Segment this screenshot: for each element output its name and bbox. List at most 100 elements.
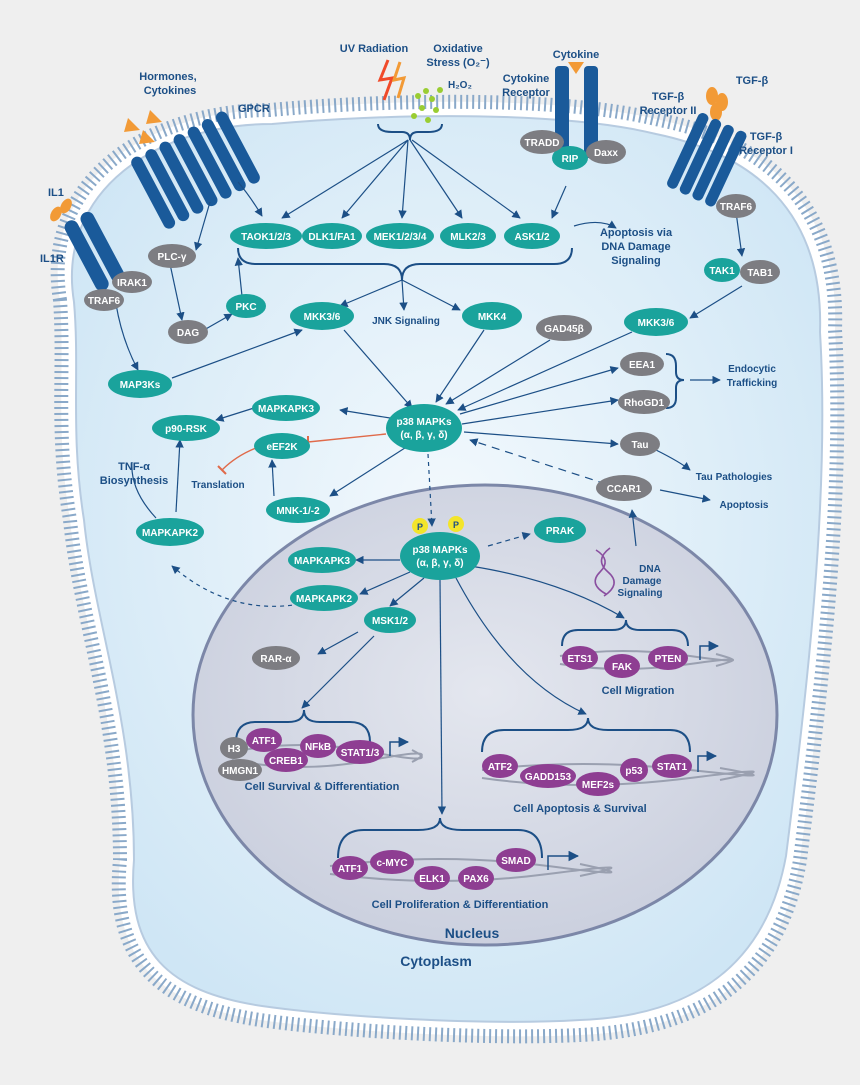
svg-text:TAOK1/2/3: TAOK1/2/3 (241, 232, 291, 243)
svg-text:P: P (417, 522, 423, 532)
node-pax6: PAX6 (458, 866, 494, 890)
jnk-signaling-label: JNK Signaling (372, 316, 440, 327)
svg-text:TRAF6: TRAF6 (88, 296, 121, 307)
svg-text:PLC-γ: PLC-γ (158, 252, 187, 263)
endocytic-label-1: Endocytic (728, 364, 776, 375)
node-smad: SMAD (496, 848, 536, 872)
svg-text:GAD45β: GAD45β (544, 324, 583, 335)
tau-pathologies-label: Tau Pathologies (696, 472, 773, 483)
tgfb-r1-label-2: Receptor I (739, 145, 793, 157)
svg-text:HMGN1: HMGN1 (222, 766, 259, 777)
svg-text:PRAK: PRAK (546, 526, 575, 537)
node-ccar1: CCAR1 (596, 475, 652, 501)
phospho-badge-1: P (412, 518, 428, 534)
phospho-badge-2: P (448, 516, 464, 532)
apoptosis-dna-label-1: Apoptosis via (600, 227, 673, 239)
svg-text:H3: H3 (228, 744, 241, 755)
svg-text:ETS1: ETS1 (567, 654, 592, 665)
node-pten: PTEN (648, 646, 688, 670)
node-atf1-b: ATF1 (332, 856, 368, 880)
svg-text:p38 MAPKs: p38 MAPKs (412, 545, 467, 556)
hormones-label-2: Cytokines (144, 85, 197, 97)
node-eea1: EEA1 (620, 352, 664, 376)
dna-damage-label-2: Damage (623, 576, 662, 587)
h2o2-label: H₂O₂ (448, 80, 472, 91)
svg-text:GADD153: GADD153 (525, 772, 572, 783)
tgfb-ligand (706, 87, 728, 121)
node-h3: H3 (220, 737, 248, 759)
tgfb-r2-label-1: TGF-β (652, 91, 685, 103)
svg-text:RAR-α: RAR-α (260, 654, 292, 665)
endocytic-brace (665, 353, 685, 409)
tgfb-r2-label-2: Receptor II (640, 105, 697, 117)
cytokine-label: Cytokine (553, 49, 599, 61)
node-msk: MSK1/2 (364, 607, 416, 633)
svg-text:DLK1/FA1: DLK1/FA1 (308, 232, 356, 243)
svg-text:RIP: RIP (562, 154, 579, 165)
apoptosis-brace (481, 717, 691, 753)
svg-text:p38 MAPKs: p38 MAPKs (396, 417, 451, 428)
oxidative-label-2: Stress (O₂⁻) (426, 57, 490, 69)
node-stat1: STAT1 (652, 754, 692, 778)
uv-radiation-label: UV Radiation (340, 43, 409, 55)
node-mkk36-right: MKK3/6 (624, 308, 688, 336)
oxidative-label-1: Oxidative (433, 43, 483, 55)
node-tab1: TAB1 (740, 260, 780, 284)
svg-text:IRAK1: IRAK1 (117, 278, 147, 289)
node-p38-cyto: p38 MAPKs (α, β, γ, δ) (386, 404, 462, 452)
node-gadd45b: GAD45β (536, 315, 592, 341)
dna-damage-icon (594, 547, 615, 597)
node-p90rsk: p90-RSK (152, 415, 220, 441)
node-traf6-il: TRAF6 (84, 289, 124, 311)
node-stat13: STAT1/3 (336, 740, 384, 764)
svg-text:TRAF6: TRAF6 (720, 202, 753, 213)
signaling-arrows (115, 139, 746, 815)
svg-text:DAG: DAG (177, 328, 199, 339)
cytoplasm-label: Cytoplasm (400, 953, 472, 969)
svg-text:(α, β, γ, δ): (α, β, γ, δ) (400, 430, 447, 441)
node-mlk: MLK2/3 (440, 223, 496, 249)
gpcr-label: GPCR (238, 103, 270, 115)
svg-text:MKK3/6: MKK3/6 (638, 318, 675, 329)
cytokine-receptor-label-2: Receptor (502, 87, 550, 99)
svg-text:SMAD: SMAD (501, 856, 530, 867)
svg-text:ATF1: ATF1 (252, 736, 277, 747)
svg-text:Tau: Tau (631, 440, 648, 451)
svg-text:MKK3/6: MKK3/6 (304, 312, 341, 323)
apoptosis-label: Apoptosis (720, 500, 769, 511)
il1r-label: IL1R (40, 253, 64, 265)
node-ask: ASK1/2 (504, 223, 560, 249)
node-taok: TAOK1/2/3 (230, 223, 302, 249)
node-map3ks: MAP3Ks (108, 370, 172, 398)
survival-brace (235, 709, 371, 743)
tnf-label-1: TNF-α (118, 461, 150, 473)
svg-text:TAK1: TAK1 (709, 266, 735, 277)
gpcr-receptor (131, 111, 260, 229)
svg-text:CREB1: CREB1 (269, 756, 303, 767)
cell-survival-label: Cell Survival & Differentiation (245, 781, 400, 793)
svg-text:MEF2s: MEF2s (582, 780, 615, 791)
svg-text:MAPKAPK2: MAPKAPK2 (296, 594, 353, 605)
svg-text:MSK1/2: MSK1/2 (372, 616, 409, 627)
tgfb-r1-label-1: TGF-β (750, 131, 783, 143)
node-p38-nuc: p38 MAPKs (α, β, γ, δ) (400, 532, 480, 580)
node-tau: Tau (620, 432, 660, 456)
node-tradd: TRADD (520, 130, 564, 154)
node-mek: MEK1/2/3/4 (366, 223, 434, 249)
transcription-arrows (389, 640, 720, 870)
svg-text:PTEN: PTEN (655, 654, 682, 665)
node-p53: p53 (620, 758, 648, 782)
node-mapkapk3-nuc: MAPKAPK3 (288, 547, 356, 573)
svg-text:TAB1: TAB1 (747, 268, 773, 279)
node-prak: PRAK (534, 517, 586, 543)
migration-brace (561, 619, 689, 647)
svg-text:STAT1: STAT1 (657, 762, 688, 773)
node-mkk36-left: MKK3/6 (290, 302, 354, 330)
translation-label: Translation (191, 480, 244, 491)
dna-damage-label-3: Signaling (618, 588, 663, 599)
nucleus-label: Nucleus (445, 925, 500, 941)
cell-prolif-label: Cell Proliferation & Differentiation (372, 899, 549, 911)
node-creb1: CREB1 (264, 748, 308, 772)
